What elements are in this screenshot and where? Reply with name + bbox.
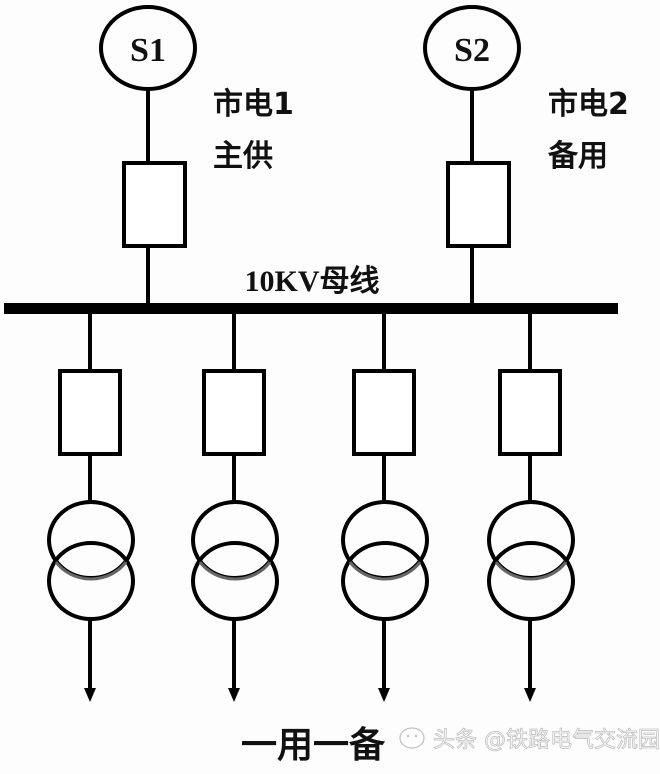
- arrow-down-icon: [84, 688, 96, 702]
- feeder-2: [191, 314, 279, 702]
- transformer-secondary-winding: [487, 541, 575, 621]
- feeder-breaker: [352, 369, 416, 456]
- source-s2-role: 备用: [548, 139, 608, 174]
- feeder-1: [47, 314, 135, 702]
- transformer-secondary-winding: [341, 541, 429, 621]
- feeder-breaker: [58, 369, 122, 456]
- watermark: 头条 @铁路电气交流园: [399, 727, 660, 753]
- transformer-secondary-winding: [47, 541, 135, 621]
- watermark-logo-icon: [399, 727, 425, 749]
- source-s1-role: 主供: [213, 139, 273, 174]
- source-s1-breaker: [122, 161, 187, 248]
- feeder-breaker: [498, 369, 562, 456]
- bus-bar: [4, 303, 618, 314]
- transformer-overlap-arc: [54, 561, 128, 581]
- source-s2-name: 市电2: [548, 87, 629, 122]
- transformer-overlap-arc: [348, 561, 422, 581]
- source-s2-breaker: [446, 161, 511, 248]
- bus-label: 10KV母线: [245, 265, 380, 298]
- caption: 一用一备: [241, 725, 386, 766]
- source-s1-label: S1: [130, 32, 166, 69]
- feeder-breaker: [202, 369, 266, 456]
- source-s2-label: S2: [454, 32, 490, 69]
- arrow-down-icon: [524, 688, 536, 702]
- watermark-text: 头条 @铁路电气交流园: [433, 728, 660, 753]
- transformer-overlap-arc: [494, 561, 568, 581]
- source-s1: S1 市电1 主供: [99, 5, 294, 305]
- feeder-4: [487, 314, 575, 702]
- feeders: [47, 314, 575, 702]
- transformer-icon: [47, 500, 135, 621]
- source-s2: S2 市电2 备用: [423, 5, 629, 305]
- transformer-icon: [191, 500, 279, 621]
- transformer-icon: [341, 500, 429, 621]
- arrow-down-icon: [378, 688, 390, 702]
- transformer-overlap-arc: [198, 561, 272, 581]
- source-s1-name: 市电1: [213, 87, 294, 122]
- transformer-icon: [487, 500, 575, 621]
- feeder-3: [341, 314, 429, 702]
- arrow-down-icon: [228, 688, 240, 702]
- transformer-secondary-winding: [191, 541, 279, 621]
